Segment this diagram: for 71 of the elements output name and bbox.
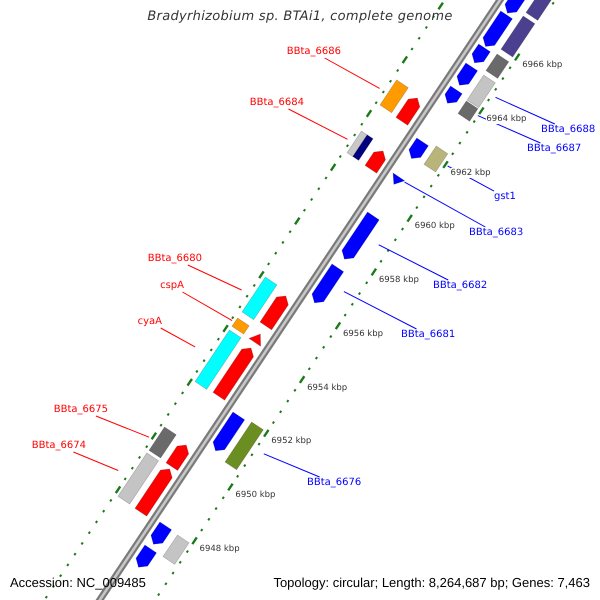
gene-feature (260, 296, 288, 330)
gene-feature (225, 422, 264, 470)
gene-feature (408, 138, 428, 158)
gene-feature (424, 146, 448, 173)
gene-label: BBta_6684 (250, 97, 304, 109)
leader-line (404, 182, 486, 228)
position-label: 6956 kbp (342, 328, 384, 339)
gene-feature (364, 150, 386, 173)
leader-line (263, 453, 320, 478)
gene-feature (467, 74, 496, 108)
gene-label: BBta_6688 (541, 124, 596, 136)
gene-feature (166, 444, 189, 470)
gene-feature (213, 412, 246, 452)
gene-feature (195, 330, 242, 390)
gene-feature (347, 131, 374, 161)
position-label: 6966 kbp (522, 60, 562, 70)
gene-label: gst1 (494, 191, 516, 203)
leader-line (182, 292, 233, 322)
gene-label: cyaA (138, 316, 162, 328)
gene-feature (249, 334, 261, 346)
gene-feature (118, 453, 159, 504)
gene-feature (162, 534, 189, 564)
gene-feature (213, 348, 254, 400)
gene-label: BBta_6680 (148, 253, 202, 265)
gene-feature (396, 98, 420, 126)
genome-stats-text: Topology: circular; Length: 8,264,687 bp; Genes: 7,463 (273, 575, 590, 590)
gene-feature (458, 101, 478, 122)
leader-line (495, 96, 556, 124)
leader-line (324, 58, 380, 89)
gene-feature (486, 54, 510, 79)
position-label: 6952 kbp (271, 436, 312, 446)
leader-line (378, 244, 449, 280)
gene-feature (135, 469, 173, 516)
gene-label: BBta_6681 (401, 329, 456, 341)
position-label: 6962 kbp (450, 168, 491, 178)
gene-label: BBta_6675 (54, 404, 108, 416)
gene-feature (445, 86, 463, 104)
gene-feature (151, 522, 172, 544)
gene-feature (136, 544, 157, 567)
gene-feature (472, 44, 491, 64)
position-label: 6954 kbp (307, 382, 348, 393)
gene-feature (483, 10, 513, 46)
gene-label: BBta_6676 (307, 477, 362, 489)
position-label: 6960 kbp (414, 221, 455, 232)
position-label: 6964 kbp (486, 114, 526, 124)
position-label: 6948 kbp (200, 544, 240, 554)
gene-feature (242, 276, 277, 320)
title: Bradyrhizobium sp. BTAi1, complete genome (147, 9, 453, 24)
gene-label: cspA (160, 280, 184, 292)
gene-label: BBta_6687 (527, 143, 582, 155)
gene-feature (392, 173, 404, 185)
accession-text: Accession: NC_009485 (10, 575, 146, 590)
gene-label: BBta_6674 (32, 440, 86, 452)
leader-line (187, 264, 242, 290)
position-label: 6950 kbp (235, 490, 276, 500)
leader-line (288, 108, 348, 140)
gene-feature (312, 264, 344, 303)
gene-feature (342, 212, 379, 260)
leader-line (95, 416, 150, 438)
position-label: 6958 kbp (378, 275, 419, 286)
gene-feature (149, 427, 176, 458)
leader-line (160, 328, 196, 348)
gene-label: BBta_6682 (433, 280, 488, 292)
gene-feature (232, 318, 250, 334)
gene-feature (457, 63, 478, 86)
leader-line (72, 452, 119, 471)
leader-line (343, 291, 417, 330)
gene-label: BBta_6686 (286, 46, 341, 58)
gene-feature (500, 16, 535, 58)
gene-label: BBta_6683 (469, 227, 524, 239)
gene-feature (380, 80, 408, 113)
